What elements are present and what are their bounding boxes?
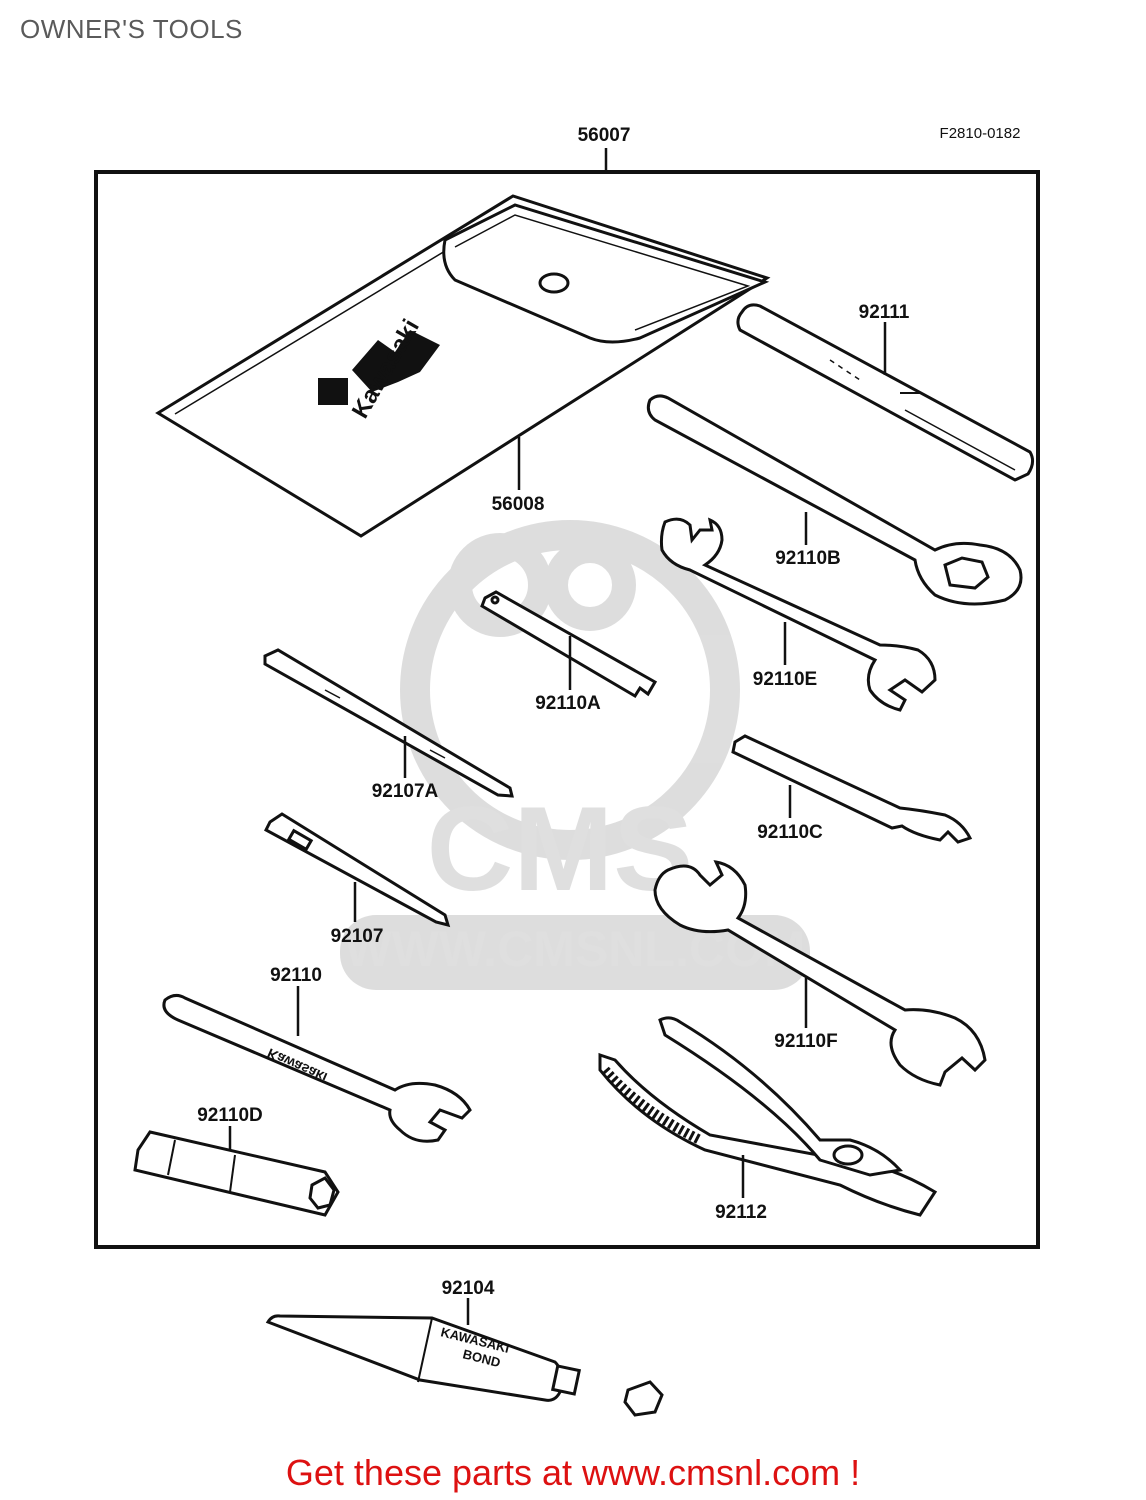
figure-code: F2810-0182 <box>940 125 1021 142</box>
tool-92110C-spanner <box>731 734 973 844</box>
tool-92107A-screwdriver <box>263 648 514 798</box>
tool-92110B-wrench <box>646 394 1023 606</box>
tool-92110F-wrench <box>653 860 987 1087</box>
label-92110A: 92110A <box>535 693 601 714</box>
label-92110D: 92110D <box>197 1105 263 1126</box>
label-92107: 92107 <box>331 926 384 947</box>
label-56008: 56008 <box>492 494 545 515</box>
tool-kit-frame <box>94 170 1040 1249</box>
label-92110F: 92110F <box>774 1031 837 1052</box>
tool-92110D-socket <box>133 1130 340 1217</box>
page-title: OWNER'S TOOLS <box>20 14 243 44</box>
label-92111: 92111 <box>859 302 910 323</box>
tool-92110E-wrench <box>659 517 937 712</box>
label-92112: 92112 <box>715 1202 767 1223</box>
tool-92104-bond-tube: KAWASAKI BOND <box>265 1314 664 1417</box>
tool-92111-handle <box>736 303 1035 482</box>
watermark-brand: CMS <box>427 782 694 916</box>
leader-lines <box>228 148 887 1325</box>
part-labels: 56007 F2810-0182 56008 92111 92110B 9211… <box>197 125 1020 1299</box>
tool-pouch: Kawasaki <box>155 194 771 538</box>
footer-link[interactable]: Get these parts at www.cmsnl.com ! <box>285 1452 861 1493</box>
tool-92112-pliers <box>598 1016 938 1217</box>
label-92110: 92110 <box>270 965 322 986</box>
label-56007: 56007 <box>578 125 631 146</box>
label-92110E: 92110E <box>753 669 817 690</box>
label-92110B: 92110B <box>775 548 841 569</box>
tool-92107-driver <box>264 812 451 928</box>
label-92107A: 92107A <box>372 781 439 802</box>
label-92104: 92104 <box>442 1278 495 1299</box>
label-92110C: 92110C <box>757 822 823 843</box>
tool-92110A-bar <box>480 590 658 699</box>
